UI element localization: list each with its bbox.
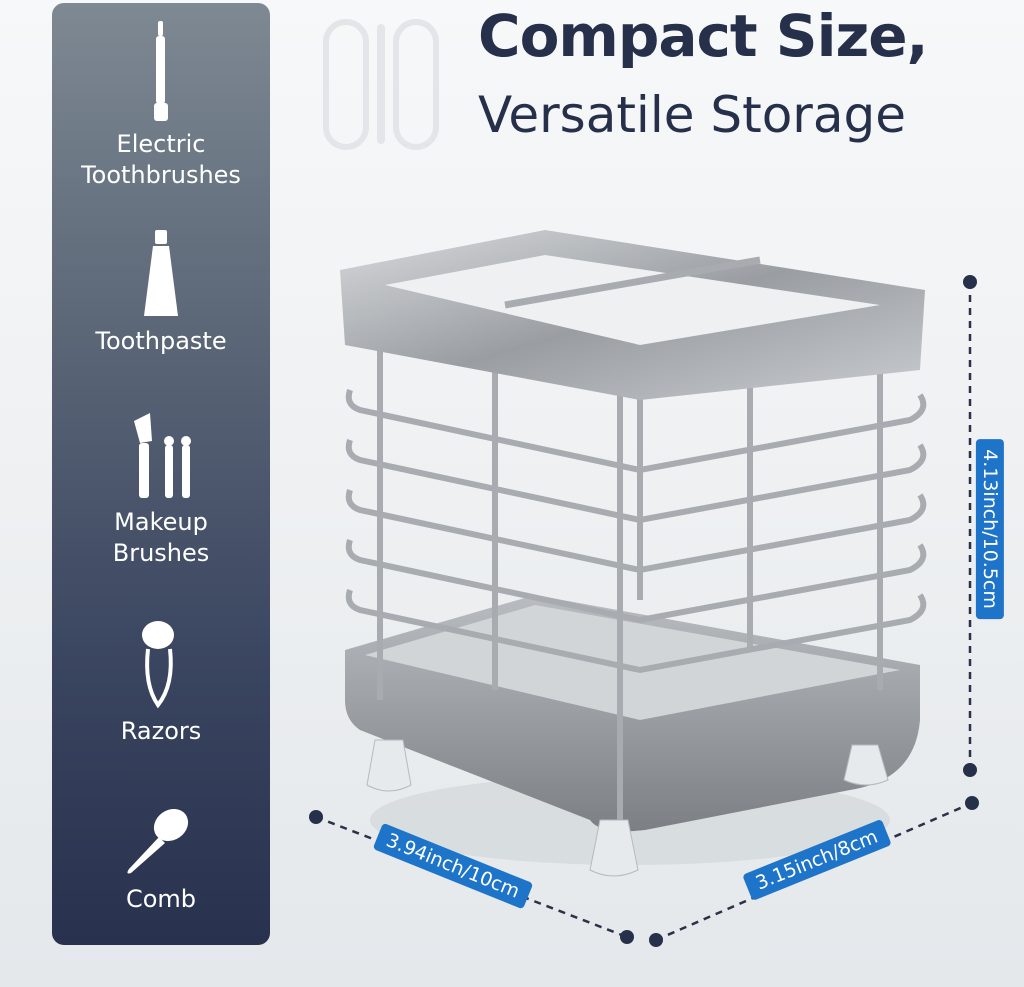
feature-label: Razors [120,717,202,745]
toothpaste-icon [144,230,178,316]
subheadline: Versatile Storage [478,86,907,144]
feature-makeup-brushes: Makeup Brushes [52,411,270,569]
feature-toothpaste: Toothpaste [52,228,270,357]
feature-label: Toothpaste [95,327,227,355]
feature-label: Comb [125,885,197,913]
brand-logo [323,19,439,150]
feature-electric-toothbrushes: Electric Toothbrushes [52,18,270,191]
feature-label: Electric Toothbrushes [81,130,241,189]
feature-comb: Comb [52,803,270,915]
headline: Compact Size, [478,2,929,70]
feature-label: Makeup Brushes [112,508,210,567]
feature-razors: Razors [52,615,270,747]
razor-icon [142,621,174,709]
use-cases-panel: Electric Toothbrushes Toothpaste Makeup … [52,3,270,945]
comb-icon [127,808,189,874]
makeup-brushes-icon [134,413,191,498]
electric-toothbrush-icon [154,21,168,121]
height-dimension-label: 4.13inch/10.5cm [975,439,1004,619]
